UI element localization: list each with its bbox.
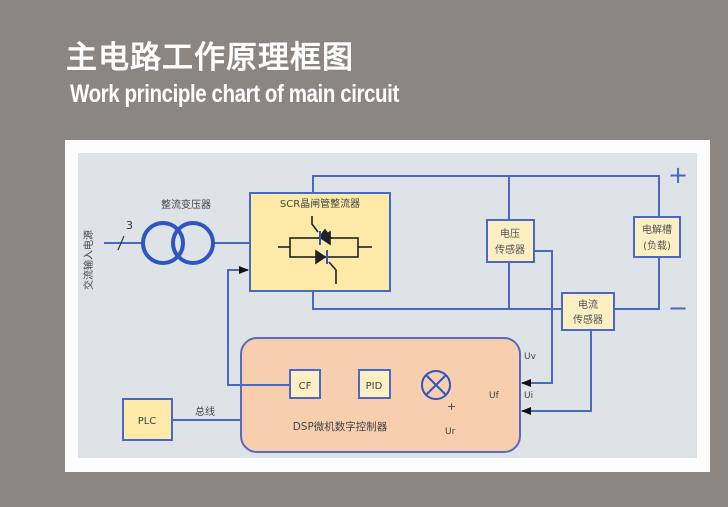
- current-sensor-box: [561, 292, 615, 331]
- plc-box: [122, 398, 173, 441]
- cf-block: [289, 369, 321, 399]
- pid-label: PID: [366, 381, 383, 392]
- load-box: [633, 216, 681, 258]
- uv-label: Uv: [524, 352, 537, 362]
- voltage-sensor-box: [486, 219, 535, 263]
- transformer-label: 整流变压器: [161, 198, 211, 211]
- ur-label: Ur: [445, 427, 456, 437]
- transformer-symbol: [141, 221, 215, 265]
- ui-label: Ui: [524, 391, 533, 401]
- voltage-sensor-label-1: 电压: [500, 227, 520, 240]
- thyristor-icon: [278, 216, 372, 284]
- pid-block: [358, 369, 391, 399]
- cf-label: CF: [299, 381, 312, 392]
- sum-plus-sign: +: [447, 400, 456, 413]
- summing-junction-icon: [421, 370, 451, 400]
- load-label-2: (负载): [643, 239, 671, 252]
- title-english: Work principle chart of main circuit: [70, 80, 399, 108]
- current-sensor-label-1: 电流: [578, 298, 598, 311]
- ac-input-label: 交流输入电源: [82, 230, 95, 290]
- positive-terminal: +: [668, 161, 688, 189]
- load-label-1: 电解槽: [642, 223, 672, 236]
- uf-label: Uf: [489, 391, 500, 401]
- scr-rectifier-label: SCR晶闸管整流器: [280, 197, 360, 210]
- title-chinese: 主电路工作原理框图: [66, 40, 354, 76]
- voltage-sensor-label-2: 传感器: [495, 243, 525, 256]
- dsp-label: DSP微机数字控制器: [293, 420, 388, 433]
- plc-label: PLC: [138, 416, 157, 427]
- phase-count: 3: [126, 219, 133, 232]
- bus-label: 总线: [195, 405, 215, 418]
- negative-terminal: −: [668, 294, 688, 322]
- current-sensor-label-2: 传感器: [573, 313, 603, 326]
